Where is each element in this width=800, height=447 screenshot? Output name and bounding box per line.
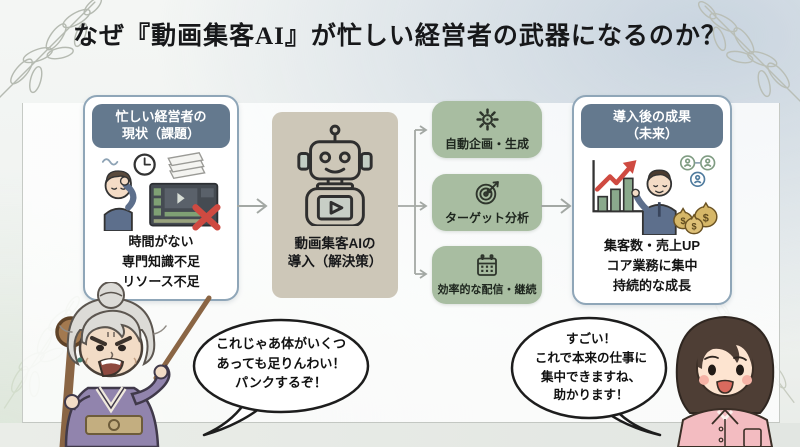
young-woman-speech-bubble: すごい！ これで本来の仕事に 集中できますね、 助かります！ bbox=[510, 316, 672, 440]
result-header-line2: （未来） bbox=[625, 125, 678, 141]
speech-bubble-shape bbox=[510, 316, 668, 437]
calendar-icon bbox=[477, 253, 497, 276]
old-woman-illustration bbox=[8, 282, 214, 447]
dollar-symbol: $ bbox=[703, 212, 709, 224]
growth-illustration: $ $ $ bbox=[592, 154, 718, 235]
old-woman-speech-bubble: これじゃあ体がいくつ あっても足りんわい！ パンクするぞ！ bbox=[190, 318, 372, 438]
gear-icon bbox=[475, 108, 499, 131]
robot-icon bbox=[297, 124, 373, 228]
solution-label-line1: 動画集客AIの bbox=[294, 236, 376, 251]
problem-header-line1: 忙しい経営者の bbox=[115, 109, 207, 124]
speech-line: これじゃあ体がいくつ bbox=[215, 336, 346, 351]
speech-line: これで本来の仕事に bbox=[534, 350, 648, 365]
feature-box-efficient-publishing: 効率的な配信・継続 bbox=[432, 246, 542, 304]
problem-item: 専門知識不足 bbox=[121, 253, 200, 269]
speech-line: 助かります！ bbox=[553, 388, 629, 403]
result-card: 導入後の成果 （未来） bbox=[572, 95, 732, 305]
dollar-symbol: $ bbox=[681, 216, 686, 226]
feature-box-target-analysis: ターゲット分析 bbox=[432, 174, 542, 231]
speech-line: あっても足りんわい！ bbox=[216, 355, 346, 371]
old-woman-speech-text: これじゃあ体がいくつ あっても足りんわい！ パンクするぞ！ bbox=[196, 334, 366, 393]
young-woman-speech-text: すごい！ これで本来の仕事に 集中できますね、 助かります！ bbox=[516, 330, 666, 405]
feature-label: ターゲット分析 bbox=[444, 211, 529, 225]
arrow-right-icon bbox=[541, 198, 572, 214]
solution-label-line2: 導入（解決策） bbox=[287, 254, 383, 270]
result-header-line1: 導入後の成果 bbox=[612, 109, 691, 124]
result-card-header: 導入後の成果 （未来） bbox=[581, 104, 723, 148]
result-item: 集客数・売上UP bbox=[603, 237, 701, 253]
speech-line: 集中できますね、 bbox=[540, 369, 641, 384]
target-icon bbox=[475, 181, 499, 205]
solution-card-label: 動画集客AIの 導入（解決策） bbox=[272, 235, 398, 271]
page-title: なぜ『動画集客AI』が忙しい経営者の武器になるのか？ bbox=[73, 23, 727, 50]
problem-card: 忙しい経営者の 現状（課題） 時間がない 専門知識不足 リソース不足 bbox=[83, 95, 239, 301]
problem-items: 時間がない 専門知識不足 リソース不足 bbox=[85, 232, 237, 292]
branch-connector bbox=[398, 125, 428, 279]
result-item: 持続的な成長 bbox=[612, 278, 691, 294]
problem-card-header: 忙しい経営者の 現状（課題） bbox=[92, 104, 230, 148]
problem-item: リソース不足 bbox=[122, 274, 200, 290]
dollar-symbol: $ bbox=[691, 221, 696, 231]
result-items: 集客数・売上UP コア業務に集中 持続的な成長 bbox=[574, 236, 730, 296]
arrow-right-icon bbox=[237, 198, 268, 214]
speech-line: すごい！ bbox=[565, 332, 616, 346]
result-item: コア業務に集中 bbox=[606, 257, 698, 273]
solution-card: 動画集客AIの 導入（解決策） bbox=[272, 112, 398, 298]
feature-label: 効率的な配信・継続 bbox=[437, 283, 537, 296]
problem-header-line2: 現状（課題） bbox=[121, 125, 200, 141]
feature-box-auto-generation: 自動企画・生成 bbox=[432, 101, 542, 158]
young-woman-illustration bbox=[650, 311, 800, 447]
speech-line: パンクするぞ！ bbox=[235, 375, 327, 390]
speech-bubble-shape bbox=[192, 318, 370, 437]
feature-label: 自動企画・生成 bbox=[444, 137, 529, 151]
stressed-businessman-illustration bbox=[101, 151, 221, 231]
problem-item: 時間がない bbox=[128, 233, 194, 249]
